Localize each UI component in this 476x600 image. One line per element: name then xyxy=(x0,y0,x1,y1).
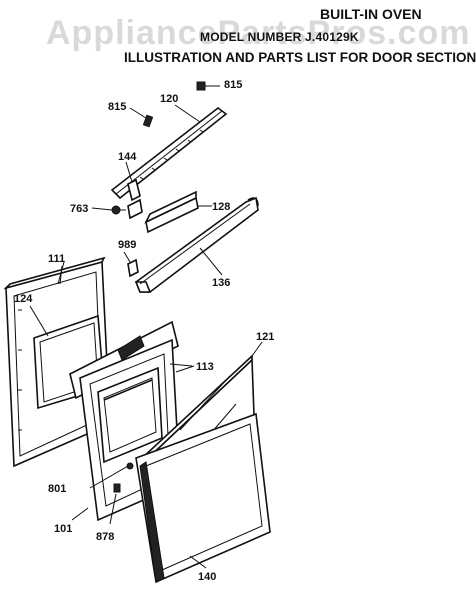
callout-144: 144 xyxy=(118,151,137,163)
callout-801: 801 xyxy=(48,483,66,495)
part-136-handle xyxy=(134,196,259,293)
callout-136: 136 xyxy=(212,277,230,289)
watermark: AppliancePartsPros.com xyxy=(46,14,471,52)
callout-878: 878 xyxy=(96,531,114,543)
part-120-vent-trim xyxy=(110,104,228,200)
callout-124: 124 xyxy=(14,293,33,305)
part-bracket-small xyxy=(127,198,143,220)
part-989-clip xyxy=(123,251,139,278)
callout-101: 101 xyxy=(54,523,72,535)
callout-111: 111 xyxy=(48,253,65,265)
callout-763: 763 xyxy=(70,203,88,215)
callout-121: 121 xyxy=(256,331,274,343)
callout-120: 120 xyxy=(160,93,178,105)
part-815-screw-left xyxy=(129,107,154,128)
diagram-subtitle: ILLUSTRATION AND PARTS LIST FOR DOOR SEC… xyxy=(124,50,476,65)
diagram-title: BUILT-IN OVEN xyxy=(320,6,422,22)
callout-815a: 815 xyxy=(224,79,242,91)
part-815-screw-right xyxy=(196,81,220,91)
callout-128: 128 xyxy=(212,201,230,213)
callout-113: 113 xyxy=(196,361,214,373)
part-128-bracket xyxy=(144,190,212,234)
model-number: MODEL NUMBER J.40129K xyxy=(200,30,359,44)
part-144-clip xyxy=(125,161,141,202)
part-140-outer-door xyxy=(135,412,271,584)
part-763-screw xyxy=(91,205,126,215)
callout-815b: 815 xyxy=(108,101,126,113)
callout-989: 989 xyxy=(118,239,136,251)
callout-140: 140 xyxy=(198,571,216,583)
leader-lines xyxy=(59,265,193,525)
